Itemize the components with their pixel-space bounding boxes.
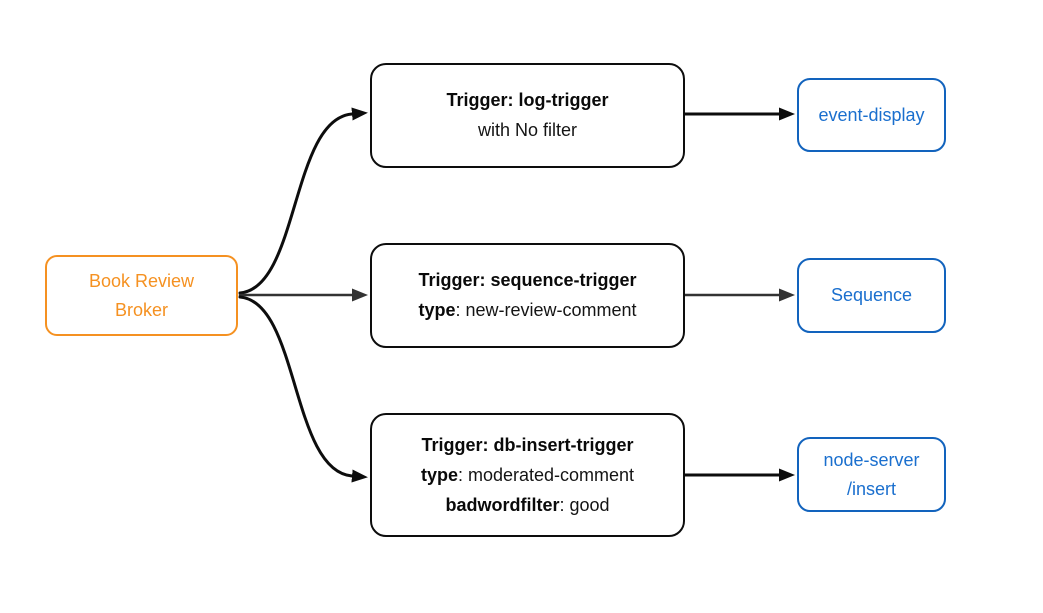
trigger-db-type-filter: type: moderated-comment: [420, 465, 635, 485]
trigger-sequence-title: Trigger: sequence-trigger: [418, 270, 637, 290]
sink-sequence-label: Sequence: [830, 285, 913, 305]
node-broker: Book Review Broker: [45, 255, 238, 336]
node-trigger-log: Trigger: log-trigger with No filter: [370, 63, 685, 168]
broker-label-line1: Book Review: [88, 270, 195, 291]
node-sequence: Sequence: [797, 258, 946, 333]
trigger-log-filter: with No filter: [477, 119, 578, 140]
broker-label-line2: Broker: [114, 299, 168, 320]
sink-event-display-label: event-display: [818, 104, 925, 125]
edge-broker-to-db-insert-trigger: [238, 295, 368, 483]
node-trigger-db-insert: Trigger: db-insert-trigger type: moderat…: [370, 413, 685, 537]
sink-node-server-label-line1: node-server: [823, 449, 920, 470]
trigger-db-badword-filter: badwordfilter: good: [445, 495, 610, 515]
trigger-sequence-filter: type: new-review-comment: [418, 299, 637, 320]
sink-node-server-label-line2: /insert: [846, 478, 897, 499]
node-event-display: event-display: [797, 78, 946, 152]
trigger-db-title: Trigger: db-insert-trigger: [421, 435, 634, 455]
edge-broker-to-log-trigger: [238, 107, 368, 295]
node-trigger-sequence: Trigger: sequence-trigger type: new-revi…: [370, 243, 685, 348]
node-node-server-insert: node-server /insert: [797, 437, 946, 512]
trigger-log-title: Trigger: log-trigger: [446, 90, 609, 110]
